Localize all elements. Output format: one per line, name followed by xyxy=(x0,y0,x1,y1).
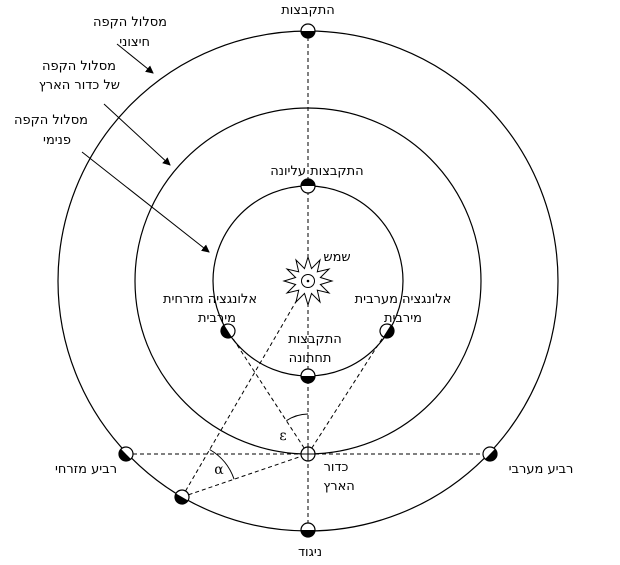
inner-orbit-label-line2: פנימי xyxy=(43,133,71,148)
west-elongation-label-line1: אלונגציה מערבית xyxy=(355,292,452,307)
sun-label: שמש xyxy=(323,250,350,265)
east-elongation-label-line2: מירבית xyxy=(198,311,236,326)
east-elongation-sightline xyxy=(227,330,309,455)
earth-label-line2: הארץ xyxy=(323,479,355,494)
epsilon-angle-label: ε xyxy=(279,428,286,444)
sun-icon xyxy=(282,255,334,307)
east-quadrature-label: רביע מזרחי xyxy=(55,462,117,477)
east-elongation-label-line1: אלונגציה מזרחית xyxy=(163,292,257,307)
inner-orbit-pointer xyxy=(81,151,210,253)
earth-orbit-label-line1: מסלול הקפה xyxy=(42,59,116,74)
west-quadrature-label: רביע מערבי xyxy=(509,462,574,477)
opposition-label: ניגוד xyxy=(298,545,322,560)
planet-opposition-icon xyxy=(300,522,316,538)
conjunction-label: התקבצות xyxy=(281,3,335,18)
outer-orbit-label-line2: חיצוני xyxy=(119,35,150,50)
planet-west-quadrature-icon xyxy=(482,446,498,462)
west-elongation-sightline xyxy=(307,330,388,455)
planet-superior-conjunction-icon xyxy=(300,178,316,194)
west-elongation-label-line2: מירבית xyxy=(384,311,422,326)
earth-icon xyxy=(300,446,316,462)
outer-orbit-label-line1: מסלול הקפה xyxy=(93,15,167,30)
planet-west-elongation-icon xyxy=(379,323,395,339)
alpha-angle-label: α xyxy=(214,462,224,478)
inferior-conjunction-label-line2: תחתונה xyxy=(289,351,332,366)
inferior-conjunction-label-line1: התקבצות xyxy=(288,332,342,347)
planet-to-earth-line xyxy=(181,453,309,498)
planet-conjunction-icon xyxy=(300,23,316,39)
earth-orbit-pointer xyxy=(103,103,171,166)
superior-conjunction-label: התקבצות עליונה xyxy=(270,164,363,179)
planet-outer-sample-icon xyxy=(174,489,190,505)
planet-east-quadrature-icon xyxy=(118,446,134,462)
earth-orbit-label-line2: של כדור הארץ xyxy=(39,78,120,93)
planet-inferior-conjunction-icon xyxy=(300,368,316,384)
planet-east-elongation-icon xyxy=(220,323,236,339)
epsilon-angle-arc xyxy=(286,413,309,422)
inner-orbit-label-line1: מסלול הקפה xyxy=(14,113,88,128)
alpha-angle-arc xyxy=(209,449,235,480)
outer-orbit-pointer xyxy=(116,43,154,74)
earth-label-line1: כדור xyxy=(324,460,349,475)
